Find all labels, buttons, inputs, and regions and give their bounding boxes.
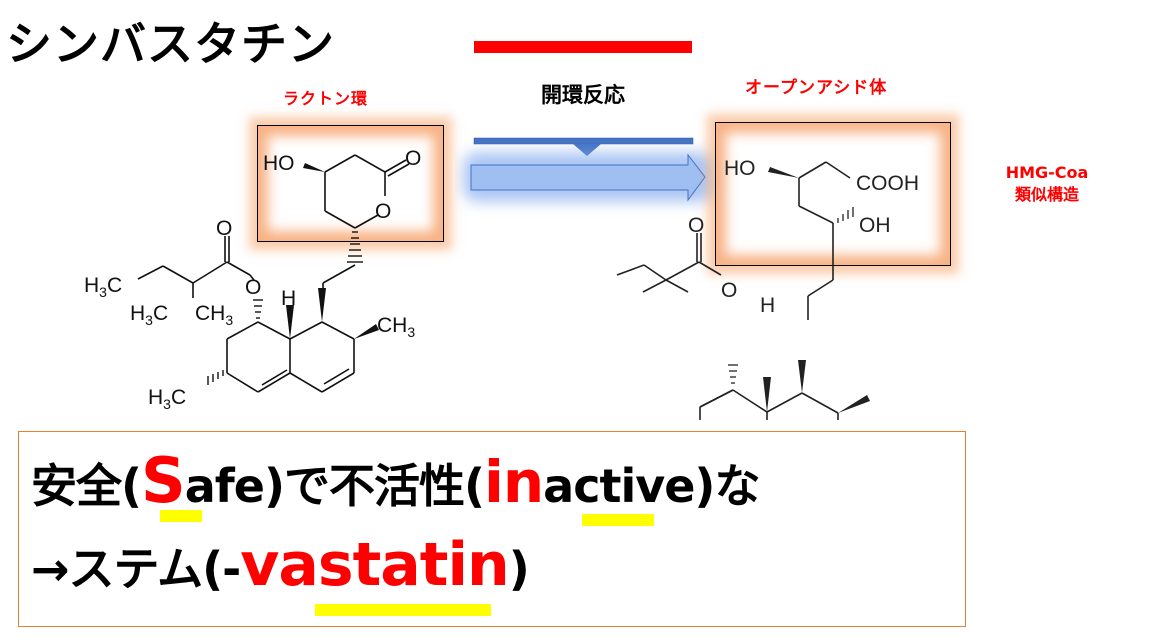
lactone-ring-highlight-box	[257, 125, 444, 242]
atom-label: O	[375, 200, 391, 223]
atom-label: H3C	[130, 302, 168, 328]
highlight-vastatin: vastatin	[240, 530, 509, 600]
text-stem-suffix: )	[508, 542, 530, 596]
mnemonic-line-2: →ステム(-vastatin)	[31, 530, 530, 604]
text-safe-prefix: 安全(	[31, 459, 142, 513]
text-active-suffix: active)な	[543, 459, 760, 513]
atom-label: HO	[263, 152, 295, 175]
atom-label: H	[281, 287, 296, 310]
highlight-letters-in: in	[484, 448, 544, 516]
atom-label: COOH	[856, 172, 919, 195]
open-acid-label: オープンアシド体	[745, 78, 888, 98]
simvastatin-lactone-structure: HO O O O O H3C H3C CH3 H CH3 H3C	[84, 147, 421, 412]
highlight-vastatin-underline	[315, 604, 491, 616]
atom-label: O	[245, 276, 261, 299]
atom-label: OH	[859, 214, 891, 237]
atom-label: CH3	[377, 314, 415, 340]
red-bar-decoration	[474, 41, 692, 53]
hmg-coa-similar-label: HMG-Coa 類似構造	[985, 162, 1109, 206]
atom-label: CH3	[195, 302, 233, 328]
right-arrow-icon	[463, 152, 713, 202]
highlight-letter-s: S	[141, 444, 186, 517]
hmg-line-2: 類似構造	[1014, 185, 1079, 204]
atom-label: O	[216, 217, 232, 240]
atom-label: O	[721, 279, 737, 302]
callout-bar	[473, 137, 694, 156]
highlight-in-underline	[582, 514, 654, 526]
text-safe-inactive: afe)で不活性(	[184, 459, 485, 513]
hmg-line-1: HMG-Coa	[1005, 163, 1089, 182]
highlight-s-underline	[160, 510, 202, 522]
atom-label: H3C	[84, 274, 122, 300]
simvastatin-open-acid-structure: HO COOH OH O O H	[616, 157, 919, 420]
atom-label: HO	[724, 157, 756, 180]
atom-label: O	[405, 147, 421, 170]
reaction-arrow-graphic	[463, 137, 713, 202]
page-title: シンバスタチン	[6, 17, 335, 71]
text-stem-prefix: →ステム(-	[31, 542, 241, 596]
lactone-ring-label: ラクトン環	[283, 89, 369, 108]
atom-label: O	[688, 214, 704, 237]
mnemonic-box: 安全(Safe)で不活性(inactive)な →ステム(-vastatin)	[18, 431, 966, 627]
mnemonic-line-1: 安全(Safe)で不活性(inactive)な	[31, 444, 760, 521]
reaction-label: 開環反応	[541, 83, 625, 107]
atom-label: H	[760, 294, 775, 317]
atom-label: H3C	[148, 386, 186, 412]
